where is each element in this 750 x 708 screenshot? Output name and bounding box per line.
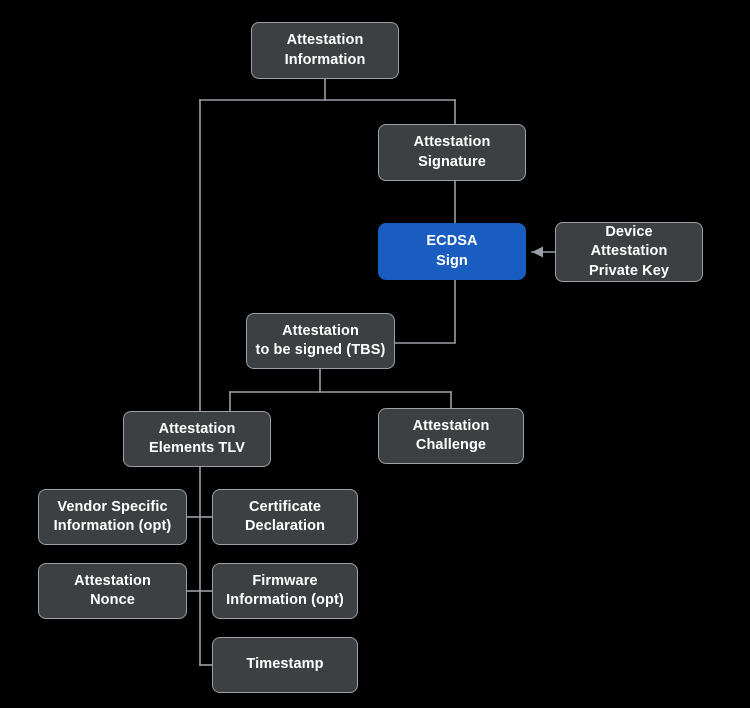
node-label-ecdsa-sign: ECDSA Sign <box>426 233 478 269</box>
node-attestation-to-be-signed-tbs[interactable]: Attestation to be signed (TBS) <box>246 313 395 369</box>
node-attestation-information[interactable]: Attestation Information <box>251 22 399 79</box>
node-label-attestation-information: Attestation Information <box>284 32 366 68</box>
node-certificate-declaration[interactable]: Certificate Declaration <box>212 489 358 545</box>
node-label-attestation-challenge: Attestation Challenge <box>412 417 490 453</box>
node-vendor-specific-information-opt[interactable]: Vendor Specific Information (opt) <box>38 489 187 545</box>
node-attestation-signature[interactable]: Attestation Signature <box>378 124 526 181</box>
node-attestation-elements-tlv[interactable]: Attestation Elements TLV <box>123 411 271 467</box>
node-ecdsa-sign[interactable]: ECDSA Sign <box>378 223 526 280</box>
node-label-device-attestation-private-key: Device Attestation Private Key <box>588 224 670 279</box>
node-label-attestation-signature: Attestation Signature <box>413 134 491 170</box>
node-label-attestation-to-be-signed-tbs: Attestation to be signed (TBS) <box>255 322 386 358</box>
node-attestation-nonce[interactable]: Attestation Nonce <box>38 563 187 619</box>
node-attestation-challenge[interactable]: Attestation Challenge <box>378 408 524 464</box>
node-label-certificate-declaration: Certificate Declaration <box>244 498 326 534</box>
node-timestamp[interactable]: Timestamp <box>212 637 358 693</box>
node-label-firmware-information-opt: Firmware Information (opt) <box>226 572 344 608</box>
arrowhead-private-key-to-ecdsa <box>532 246 543 258</box>
edge-ecdsa-to-tbs <box>394 279 456 344</box>
node-label-attestation-nonce: Attestation Nonce <box>74 572 151 608</box>
node-firmware-information-opt[interactable]: Firmware Information (opt) <box>212 563 358 619</box>
node-label-vendor-specific-information-opt: Vendor Specific Information (opt) <box>53 498 172 534</box>
node-device-attestation-private-key[interactable]: Device Attestation Private Key <box>555 222 703 282</box>
node-label-attestation-elements-tlv: Attestation Elements TLV <box>148 420 245 456</box>
node-label-timestamp: Timestamp <box>246 656 324 673</box>
